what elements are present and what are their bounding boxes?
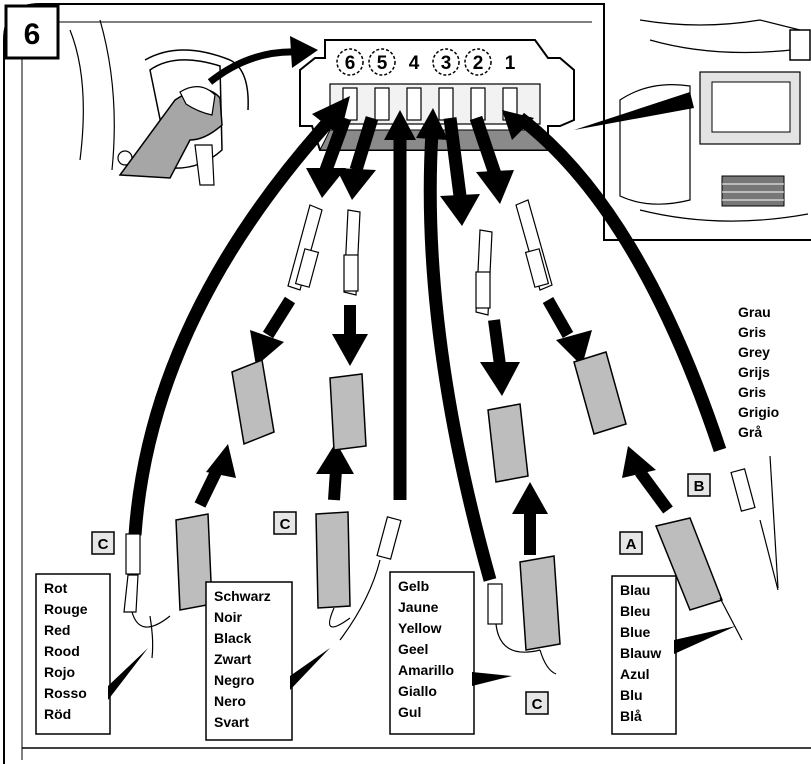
insert-arrows — [194, 296, 673, 555]
svg-text:Yellow: Yellow — [398, 620, 442, 636]
harness-wires — [131, 455, 779, 675]
svg-text:Red: Red — [44, 622, 70, 638]
trunk-inset-illustration — [608, 6, 811, 236]
svg-text:Blue: Blue — [620, 624, 651, 640]
svg-text:Gul: Gul — [398, 704, 421, 720]
svg-text:Blå: Blå — [620, 708, 642, 724]
pin-4-label: 4 — [409, 53, 420, 74]
tag-c-red: C — [91, 531, 115, 555]
svg-text:A: A — [626, 536, 637, 553]
hand-inset-illustration — [69, 19, 249, 186]
step-number: 6 — [24, 18, 41, 51]
svg-text:Zwart: Zwart — [214, 651, 252, 667]
svg-text:Rosso: Rosso — [44, 685, 87, 701]
pin-5-circle — [368, 48, 396, 76]
svg-text:Grå: Grå — [738, 424, 762, 440]
svg-text:Rot: Rot — [44, 580, 68, 596]
svg-text:Negro: Negro — [214, 672, 254, 688]
pin-2-circle — [464, 48, 492, 76]
svg-text:Black: Black — [214, 630, 252, 646]
svg-text:Gelb: Gelb — [398, 578, 429, 594]
svg-text:Geel: Geel — [398, 641, 428, 657]
pin-5-label: 5 — [377, 53, 388, 74]
red-wire-label-box: Rot Rouge Red Rood Rojo Rosso Röd — [35, 573, 148, 735]
pin-6-circle — [336, 48, 364, 76]
tag-b-grey: B — [687, 473, 711, 497]
pin-3-label: 3 — [441, 53, 452, 74]
svg-text:Grijs: Grijs — [738, 364, 770, 380]
yellow-wire-label-box: Gelb Jaune Yellow Geel Amarillo Giallo G… — [389, 571, 512, 735]
svg-text:Röd: Röd — [44, 706, 71, 722]
svg-text:Gris: Gris — [738, 384, 766, 400]
removed-terminals — [287, 199, 553, 316]
svg-text:Nero: Nero — [214, 693, 246, 709]
inset-to-connector-arrow — [207, 48, 299, 85]
trunk-pointer-arrow — [574, 92, 694, 130]
svg-text:Amarillo: Amarillo — [398, 662, 454, 678]
tag-a-blue: A — [619, 531, 643, 555]
svg-text:Jaune: Jaune — [398, 599, 439, 615]
inset-arrow-head — [290, 36, 318, 68]
svg-text:C: C — [98, 536, 109, 553]
svg-text:C: C — [280, 516, 291, 533]
black-wire-label-box: Schwarz Noir Black Zwart Negro Nero Svar… — [205, 581, 330, 741]
svg-text:Svart: Svart — [214, 714, 249, 730]
loose-terminals — [123, 468, 756, 625]
tag-c-yellow: C — [525, 691, 549, 715]
svg-text:Rojo: Rojo — [44, 664, 75, 680]
blue-wire-label-box: Blau Bleu Blue Blauw Azul Blu Blå — [611, 575, 736, 735]
pull-out-arrow-heads — [306, 168, 514, 226]
svg-text:Rouge: Rouge — [44, 601, 88, 617]
insert-arrow-heads — [206, 330, 656, 514]
svg-text:Giallo: Giallo — [398, 683, 437, 699]
svg-text:Noir: Noir — [214, 609, 243, 625]
svg-text:C: C — [532, 696, 543, 713]
svg-text:Schwarz: Schwarz — [214, 588, 271, 604]
svg-text:Gris: Gris — [738, 324, 766, 340]
svg-text:Rood: Rood — [44, 643, 80, 659]
harness-plugs — [175, 511, 723, 651]
pin-6-label: 6 — [345, 53, 356, 74]
pin-3-circle — [432, 48, 460, 76]
tag-c-black: C — [273, 511, 297, 535]
return-arrows — [128, 112, 727, 582]
svg-text:Grau: Grau — [738, 304, 771, 320]
grey-wire-label-box: Grau Gris Grey Grijs Gris Grigio Grå — [730, 290, 800, 450]
step-number-box: 6 — [4, 4, 60, 60]
pin-2-label: 2 — [473, 53, 484, 74]
svg-text:Blauw: Blauw — [620, 645, 661, 661]
svg-text:B: B — [694, 478, 705, 495]
adapter-plugs — [231, 351, 627, 483]
pin-number-row: 6 5 4 3 2 1 — [336, 48, 516, 76]
svg-text:Blau: Blau — [620, 582, 650, 598]
svg-text:Azul: Azul — [620, 666, 650, 682]
svg-text:Grigio: Grigio — [738, 404, 779, 420]
pin-1-label: 1 — [505, 53, 516, 74]
pull-out-arrows — [319, 115, 502, 197]
svg-text:Grey: Grey — [738, 344, 770, 360]
svg-text:Blu: Blu — [620, 687, 643, 703]
svg-text:Bleu: Bleu — [620, 603, 650, 619]
